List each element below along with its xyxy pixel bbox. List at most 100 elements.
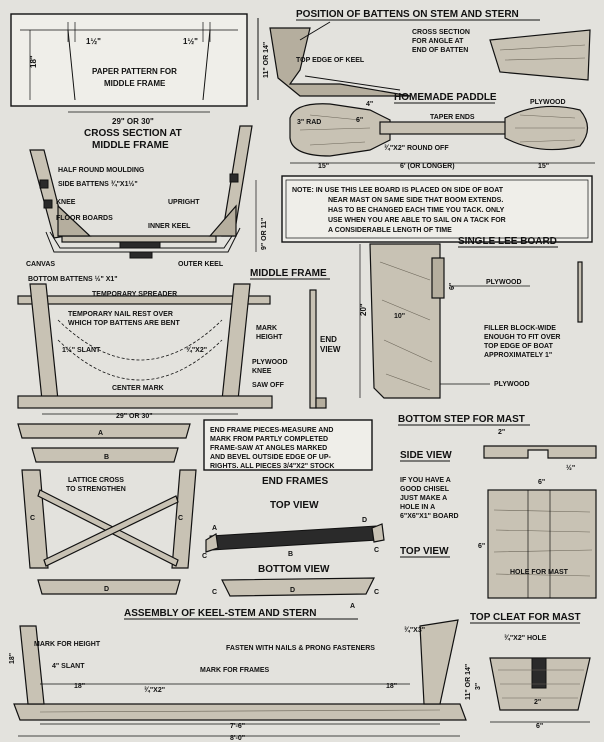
title-bottom-step: BOTTOM STEP FOR MAST [398,414,525,425]
piece-b: B [104,454,109,461]
lee-filler-4: APPROXIMATELY 1" [484,352,552,359]
title-battens: POSITION OF BATTENS ON STEM AND STERN [296,9,519,20]
middle-frame: MIDDLE FRAME TEMPORARY SPREADER TEMPORAR… [17,268,341,420]
pattern-height: 18" [29,55,38,68]
lee-w10: 10" [394,313,405,320]
pattern-offset-left: 1½" [86,37,101,46]
assembly-stem: ¾"X3" [404,626,425,634]
battens-section: POSITION OF BATTENS ON STEM AND STERN 11… [257,9,591,100]
lee-w6: 6" [449,283,456,290]
cross-floor: FLOOR BOARDS [56,215,113,222]
middle-center: CENTER MARK [112,385,164,392]
bottom-step: BOTTOM STEP FOR MAST 2" SIDE VIEW ½" 6" … [398,414,597,599]
assembly-len-1: 7'-6" [230,723,245,730]
middle-sawoff: SAW OFF [252,382,285,389]
title-top-cleat: TOP CLEAT FOR MAST [470,612,581,623]
step-half: ½" [566,464,575,472]
cross-knee: KNEE [56,199,76,206]
title-cross-section: CROSS SECTION AT [84,128,182,139]
title-end-frames: END FRAMES [262,476,328,487]
paddle-len-left: 15" [318,163,329,170]
lee-plywood-top: PLYWOOD [486,279,522,286]
middle-end-2: VIEW [320,345,341,354]
end-bottom-c-left: C [212,589,217,596]
note-line-3: HAS TO BE CHANGED EACH TIME YOU TACK. ON… [328,207,505,214]
paper-pattern: 1½" 1½" 18" PAPER PATTERN FOR MIDDLE FRA… [10,13,248,126]
end-top-c-left: C [202,553,207,560]
end-top-b: B [288,551,293,558]
cleat-w6: 6" [536,723,543,730]
lattice-1: LATTICE CROSS [68,477,124,484]
top-cleat: TOP CLEAT FOR MAST ¾"X2" HOLE 11" OR 14"… [465,612,591,730]
lattice-2: TO STRENGTHEN [66,486,126,493]
assembly-fasten: FASTEN WITH NAILS & PRONG FASTENERS [226,645,375,652]
note-box: NOTE: IN USE THIS LEE BOARD IS PLACED ON… [281,175,593,243]
paddle-len-mid: 6' (OR LONGER) [400,163,455,170]
step-chisel-3: JUST MAKE A [400,495,447,502]
battens-note-2: FOR ANGLE AT [412,38,464,45]
middle-nail-1: TEMPORARY NAIL REST OVER [68,311,173,318]
paddle-taper: TAPER ENDS [430,114,475,121]
paddle-round: ¾"X2" ROUND OFF [384,144,449,152]
assembly-mark-height: MARK FOR HEIGHT [34,641,101,648]
assembly: ASSEMBLY OF KEEL-STEM AND STERN MARK FOR… [9,608,467,742]
assembly-r18: 18" [386,683,397,690]
frame-pieces: A B C C LATTICE CROSS TO STRENGTHEN D [17,423,197,595]
step-chisel-1: IF YOU HAVE A [400,477,451,484]
title-bottom-view: BOTTOM VIEW [258,564,330,575]
title-top-view: TOP VIEW [270,500,319,511]
title-middle-frame: MIDDLE FRAME [250,268,327,279]
step-chisel-2: GOOD CHISEL [400,486,450,493]
middle-mark-2: HEIGHT [256,334,283,341]
step-w6: 6" [538,479,545,486]
lee-filler-1: FILLER BLOCK-WIDE [484,325,556,332]
paddle-len-right: 15" [538,163,549,170]
end-top-d: D [362,517,367,524]
step-chisel-5: 6"X6"X1" BOARD [400,513,459,520]
lee-h20: 20" [359,303,368,316]
endnote-line-4: AND BEVEL OUTSIDE EDGE OF UP- [210,454,331,461]
assembly-l18: 18" [74,683,85,690]
step-top-dim: 2" [498,429,505,436]
end-frame-note: END FRAME PIECES-MEASURE AND MARK FROM P… [203,419,373,471]
cleat-h2: 2" [534,699,541,706]
lee-filler-3: TOP EDGE OF BOAT [484,343,554,350]
step-chisel-4: HOLE IN A [400,504,435,511]
endnote-line-3: FRAME-SAW AT ANGLES MARKED [210,445,327,452]
assembly-slant: 4" SLANT [52,663,85,670]
cross-side-battens: SIDE BATTENS ¾"X1½" [58,180,138,188]
assembly-dim: ¾"X2" [144,686,165,694]
assembly-len-2: 8'-0" [230,735,245,742]
cross-moulding: HALF ROUND MOULDING [58,167,145,174]
piece-a: A [98,430,103,437]
cross-section: CROSS SECTION AT MIDDLE FRAME HALF ROUND… [26,125,268,283]
endnote-line-1: END FRAME PIECES-MEASURE AND [210,427,333,434]
paddle-plywood: PLYWOOD [530,99,566,106]
middle-slant: 1½" SLANT [62,346,101,354]
pattern-width: 29" OR 30" [112,117,154,126]
paddle-section: HOMEMADE PADDLE 3" RAD 4" 6" PLYWOOD TAP… [289,92,595,170]
middle-dim: ¾"X2" [186,346,207,354]
middle-nail-2: WHICH TOP BATTENS ARE BENT [68,320,180,327]
middle-plywood-1: PLYWOOD [252,359,288,366]
pattern-label-1: PAPER PATTERN FOR [92,67,177,76]
piece-c-right: C [178,515,183,522]
cross-canvas: CANVAS [26,261,55,268]
battens-note-3: END OF BATTEN [412,47,468,54]
cross-inner-keel: INNER KEEL [148,223,191,230]
title-paddle: HOMEMADE PADDLE [394,92,497,103]
battens-keel: TOP EDGE OF KEEL [296,57,365,64]
cross-height: 9" OR 11" [261,218,268,250]
battens-height: 11" OR 14" [263,42,270,78]
title-step-top-view: TOP VIEW [400,546,449,557]
assembly-mark-frames: MARK FOR FRAMES [200,667,270,674]
title-lee-board: SINGLE LEE BOARD [458,236,557,247]
piece-d: D [104,586,109,593]
pattern-offset-right: 1½" [183,37,198,46]
middle-mark-1: MARK [256,325,277,332]
step-h6: 6" [478,543,485,550]
end-bottom-c-right: C [374,589,379,596]
end-top-c-right: C [374,547,379,554]
paddle-w6: 6" [356,117,363,124]
